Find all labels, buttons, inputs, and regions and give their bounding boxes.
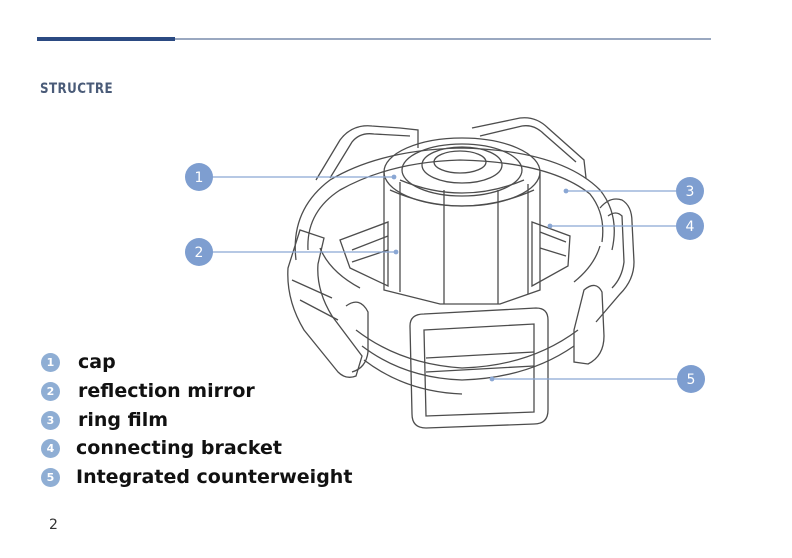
callout-4-number: 4 (686, 219, 695, 235)
legend-label: connecting bracket (76, 437, 283, 459)
legend-label: reflection mirror (78, 380, 255, 402)
legend-label: ring film (78, 409, 169, 431)
right-block (595, 198, 635, 323)
legend-badge: 4 (41, 439, 60, 458)
center-cylinder (383, 172, 541, 305)
legend-label: Integrated counterweight (76, 466, 353, 488)
callout-5 (677, 365, 705, 393)
legend-badge: 3 (41, 411, 60, 430)
callout-leaders (212, 174, 678, 382)
legend-badge: 2 (41, 382, 60, 401)
callout-2 (185, 238, 213, 266)
callout-1-number: 1 (195, 170, 204, 186)
spoke-left (339, 221, 389, 288)
legend-badge: 5 (41, 468, 60, 487)
callout-2-number: 2 (195, 245, 204, 261)
callout-3 (676, 177, 704, 205)
callout-badges: 1 2 3 4 5 (185, 163, 705, 393)
callout-4 (676, 212, 704, 240)
callout-5-number: 5 (687, 372, 696, 388)
device-line-art (287, 117, 635, 429)
spoke-right (531, 221, 571, 288)
legend-badge: 1 (41, 353, 60, 372)
callout-1 (185, 163, 213, 191)
right-front-block (573, 284, 605, 365)
left-block (287, 229, 363, 378)
header-rule (175, 38, 711, 40)
page-number: 2 (49, 517, 58, 533)
section-title: STRUCTRE (40, 81, 114, 97)
outer-ring (294, 147, 615, 261)
callout-3-number: 3 (686, 184, 695, 200)
legend-label: cap (78, 351, 116, 373)
back-block-right (471, 117, 587, 179)
back-block-left (315, 125, 419, 181)
front-block (409, 307, 549, 429)
header-accent-bar (37, 37, 175, 41)
